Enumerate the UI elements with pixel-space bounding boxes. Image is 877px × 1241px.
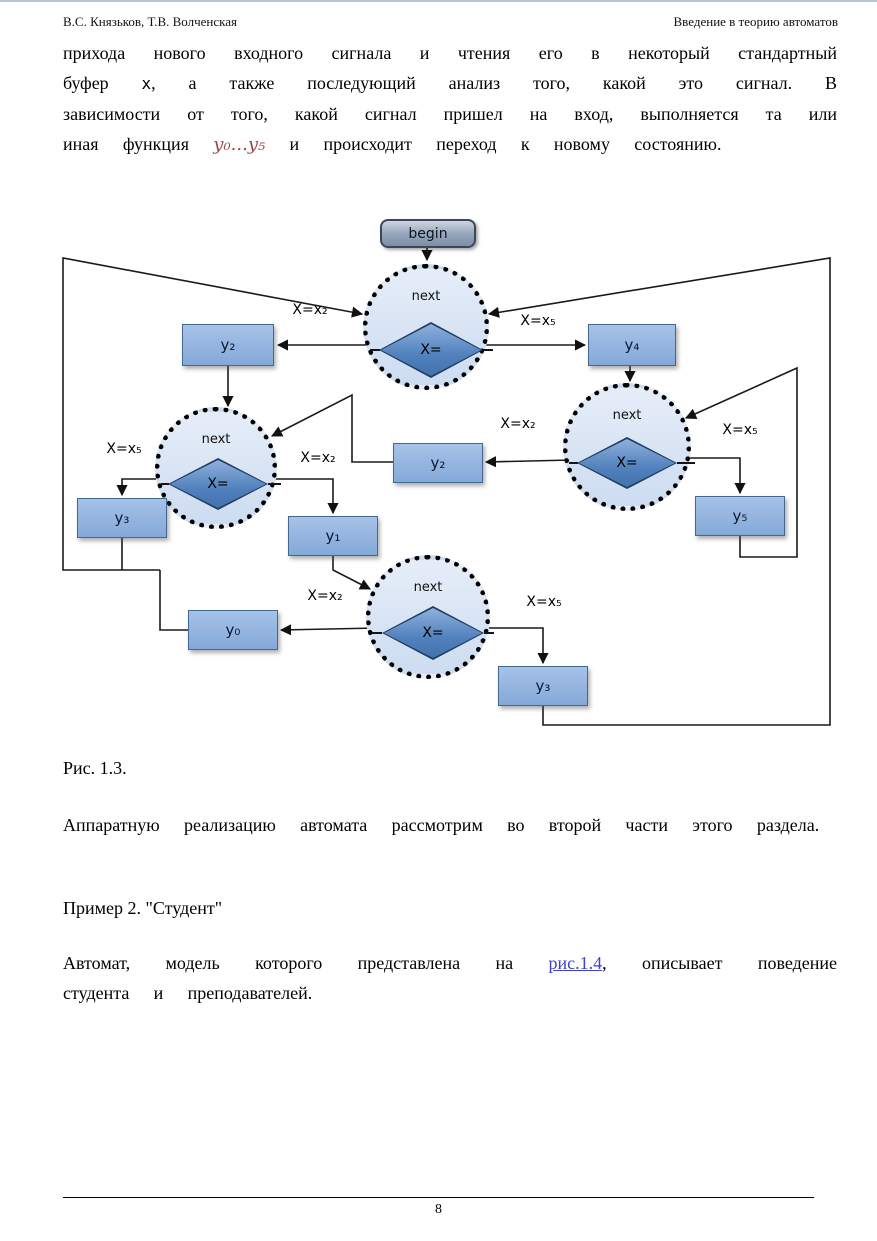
action-label: y₁ [325,527,341,545]
state-node-right: next X= [563,383,695,511]
header-book-title: Введение в теорию автоматов [673,14,838,29]
connector-stub [161,483,169,485]
action-box-y3-bottom: y₃ [498,666,588,706]
intro-text-2: , а также последующий анализ того, какой… [63,73,837,154]
action-label: y₂ [220,336,236,354]
connector-stub [268,483,281,485]
decision-diamond: X= [168,458,268,510]
edge-label-x2: X=x₂ [500,416,536,432]
state-label: next [413,580,443,595]
edge-label-x5: X=x₅ [106,441,142,457]
action-box-y0: y₀ [188,610,278,650]
figure-1-4-link[interactable]: рис.1.4 [548,953,603,973]
decision-label: X= [616,455,638,471]
state-label: next [411,289,441,304]
connector-stub [372,632,382,634]
header-authors: В.С. Князьков, Т.В. Волченская [63,14,238,29]
functions-range-math: y₀...y₅ [213,134,266,155]
edge-label-x5: X=x₅ [526,594,562,610]
state-node-left: next X= [155,407,281,529]
decision-diamond: X= [577,437,677,489]
decision-diamond: X= [379,322,483,378]
page-number: 8 [435,1202,442,1217]
decision-label: X= [207,476,229,492]
connector-stub [569,462,578,464]
action-label: y₂ [430,454,446,472]
action-label: y₄ [624,336,640,354]
decision-label: X= [422,625,444,641]
connector-stub [370,349,380,351]
footer-rule [63,1197,814,1198]
student-text-1: Автомат, модель которого представлена на [63,953,549,973]
intro-text-1: прихода нового входного сигнала и чтения… [63,43,837,93]
paragraph-intro: прихода нового входного сигнала и чтения… [63,38,837,160]
action-box-y1: y₁ [288,516,378,556]
flowchart-figure: begin next X= next X= next [0,205,877,750]
begin-node: begin [380,219,476,248]
buffer-variable: x [141,74,152,93]
student-text-2: , описывает поведение студента и препода… [63,953,837,1003]
begin-label: begin [408,225,448,242]
edge-label-x5: X=x₅ [520,313,556,329]
example-heading: Пример 2. "Студент" [63,898,223,918]
action-label: y₅ [732,507,748,525]
action-box-y2-mid: y₂ [393,443,483,483]
intro-text-3: и происходит переход к новому состоянию. [265,134,722,154]
action-box-y4: y₄ [588,324,676,366]
state-label: next [612,408,642,423]
connector-stub [484,632,494,634]
paragraph-hardware: Аппаратную реализацию автомата рассмотри… [63,815,820,835]
connector-stub [677,462,695,464]
state-node-top: next X= [363,264,493,390]
decision-label: X= [420,342,442,358]
edge-label-x2: X=x₂ [307,588,343,604]
action-label: y₃ [114,509,130,527]
flow-arrows [62,248,831,726]
action-label: y₀ [225,621,241,639]
paragraph-student: Автомат, модель которого представлена на… [63,948,837,1008]
edge-label-x2: X=x₂ [292,302,328,318]
action-label: y₃ [535,677,551,695]
action-box-y3-left: y₃ [77,498,167,538]
page-top-edge [0,0,877,2]
action-box-y2-top: y₂ [182,324,274,366]
edge-label-x5: X=x₅ [722,422,758,438]
action-box-y5: y₅ [695,496,785,536]
figure-caption: Рис. 1.3. [63,758,127,778]
state-label: next [201,432,231,447]
edge-label-x2: X=x₂ [300,450,336,466]
state-node-bottom: next X= [366,555,494,679]
decision-diamond: X= [382,606,484,660]
connector-stub [483,349,493,351]
